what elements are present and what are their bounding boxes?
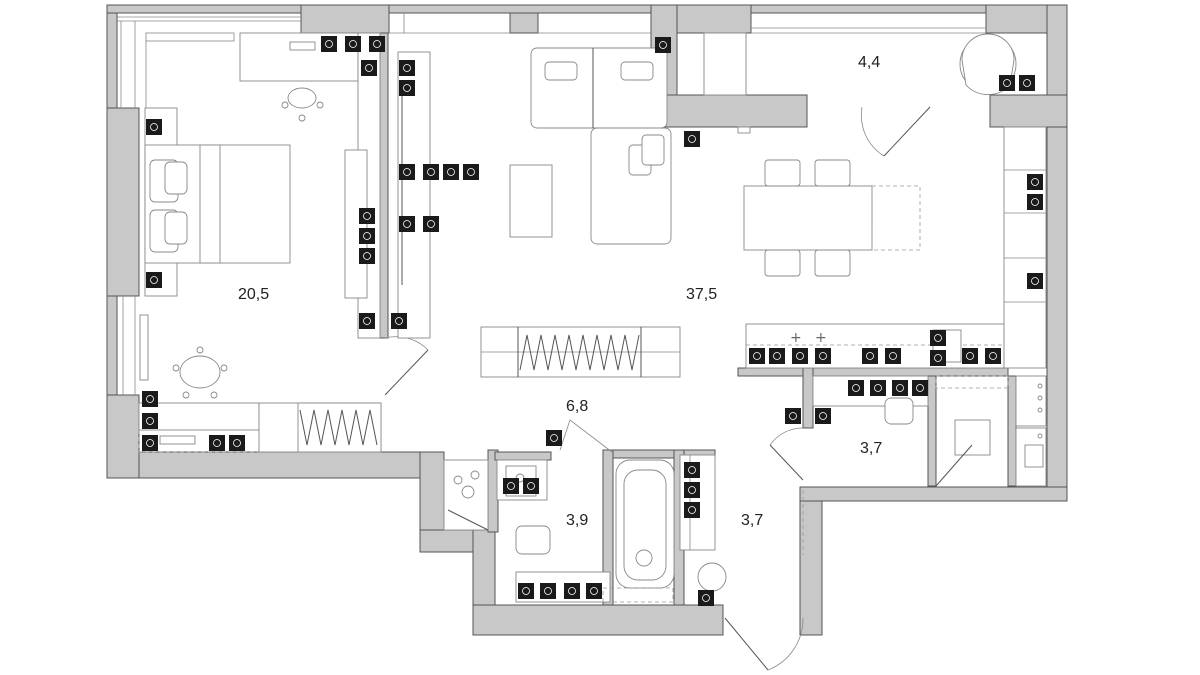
area-bedroom: 20,5: [238, 286, 269, 303]
power-socket-icon: [209, 435, 225, 451]
power-socket-icon: [792, 348, 808, 364]
power-socket-icon: [564, 583, 580, 599]
power-socket-icon: [146, 119, 162, 135]
power-socket-icon: [359, 208, 375, 224]
power-socket-icon: [423, 216, 439, 232]
power-socket-icon: [142, 435, 158, 451]
power-socket-icon: [345, 36, 361, 52]
area-labels: 20,5 37,5 4,4 6,8 3,9 3,7 3,7: [238, 54, 882, 529]
power-socket-icon: [684, 131, 700, 147]
power-socket-icon: [769, 348, 785, 364]
power-socket-icon: [684, 482, 700, 498]
power-socket-icon: [321, 36, 337, 52]
power-socket-icon: [985, 348, 1001, 364]
power-socket-icon: [962, 348, 978, 364]
power-socket-icon: [684, 502, 700, 518]
power-socket-icon: [359, 248, 375, 264]
power-socket-icon: [399, 80, 415, 96]
power-socket-icon: [1027, 194, 1043, 210]
power-socket-icon: [892, 380, 908, 396]
power-socket-icon: [1019, 75, 1035, 91]
power-socket-icon: [698, 590, 714, 606]
power-sockets: [142, 36, 1043, 606]
power-socket-icon: [391, 313, 407, 329]
power-socket-icon: [848, 380, 864, 396]
power-socket-icon: [142, 391, 158, 407]
power-socket-icon: [684, 462, 700, 478]
power-socket-icon: [870, 380, 886, 396]
power-socket-icon: [518, 583, 534, 599]
power-socket-icon: [399, 60, 415, 76]
power-socket-icon: [586, 583, 602, 599]
power-socket-icon: [142, 413, 158, 429]
power-socket-icon: [749, 348, 765, 364]
power-socket-icon: [815, 348, 831, 364]
power-socket-icon: [655, 37, 671, 53]
area-corridor: 3,7: [741, 512, 763, 529]
power-socket-icon: [862, 348, 878, 364]
power-socket-icon: [912, 380, 928, 396]
power-socket-icon: [1027, 174, 1043, 190]
power-socket-icon: [369, 36, 385, 52]
power-socket-icon: [146, 272, 162, 288]
svg-text:+: +: [790, 330, 802, 346]
windows: [116, 12, 986, 395]
power-socket-icon: [423, 164, 439, 180]
living-furniture: + +: [397, 47, 1047, 378]
power-socket-icon: [546, 430, 562, 446]
power-socket-icon: [930, 350, 946, 366]
area-balcony: 4,4: [858, 54, 880, 71]
power-socket-icon: [1027, 273, 1043, 289]
power-socket-icon: [930, 330, 946, 346]
power-socket-icon: [443, 164, 459, 180]
power-socket-icon: [540, 583, 556, 599]
power-socket-icon: [399, 164, 415, 180]
power-socket-icon: [885, 348, 901, 364]
power-socket-icon: [359, 313, 375, 329]
power-socket-icon: [785, 408, 801, 424]
power-socket-icon: [523, 478, 539, 494]
power-socket-icon: [463, 164, 479, 180]
area-hall: 6,8: [566, 398, 588, 415]
area-toilet: 3,7: [860, 440, 882, 457]
svg-text:+: +: [815, 330, 827, 346]
balcony-furniture: [703, 32, 1017, 157]
power-socket-icon: [999, 75, 1015, 91]
power-socket-icon: [399, 216, 415, 232]
power-socket-icon: [229, 435, 245, 451]
power-socket-icon: [361, 60, 377, 76]
power-socket-icon: [503, 478, 519, 494]
area-living: 37,5: [686, 286, 717, 303]
area-bathroom: 3,9: [566, 512, 588, 529]
power-socket-icon: [359, 228, 375, 244]
power-socket-icon: [815, 408, 831, 424]
